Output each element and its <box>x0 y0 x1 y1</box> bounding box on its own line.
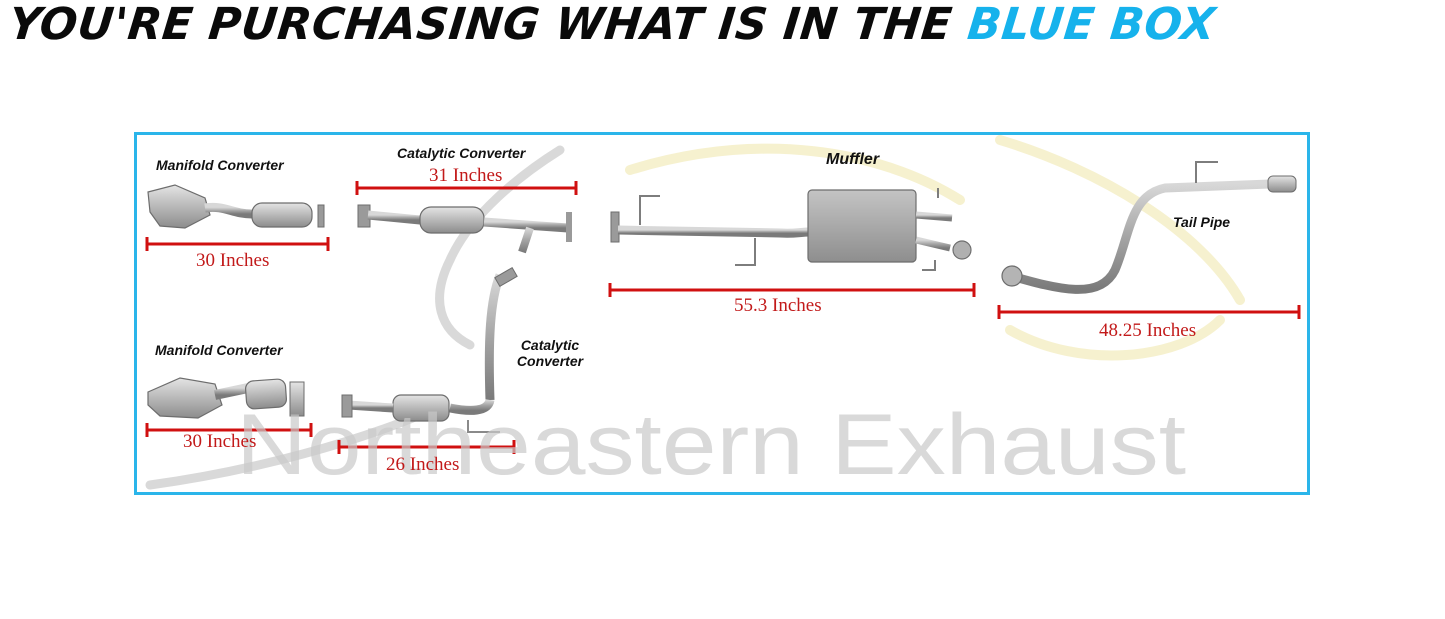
measure-catalytic-converter-1: 31 Inches <box>429 165 503 186</box>
measurement-bars <box>145 181 1301 454</box>
label-muffler: Muffler <box>826 151 880 168</box>
measure-bar-manifold-2 <box>145 423 313 437</box>
muffler-image <box>610 188 972 271</box>
measure-bar-catalytic-1 <box>355 181 578 195</box>
label-tail-pipe: Tail Pipe <box>1173 214 1231 230</box>
label-catalytic-converter-1: Catalytic Converter <box>397 145 526 161</box>
tail-pipe-image <box>1001 161 1297 294</box>
label-catalytic-converter-2-line1: Catalytic <box>520 337 580 353</box>
measure-muffler: 55.3 Inches <box>734 295 822 316</box>
measure-manifold-converter-2: 30 Inches <box>183 431 257 452</box>
measure-bar-tailpipe <box>997 305 1301 319</box>
label-manifold-converter-1: Manifold Converter <box>156 157 284 173</box>
measure-catalytic-converter-2: 26 Inches <box>386 454 460 475</box>
blue-box-border <box>134 132 1310 495</box>
manifold-converter-2-image <box>147 377 305 419</box>
watermark-swoosh-gray <box>145 145 565 490</box>
measure-bar-muffler <box>608 283 976 297</box>
manifold-converter-1-image <box>147 184 325 229</box>
label-manifold-converter-2: Manifold Converter <box>155 342 283 358</box>
label-catalytic-converter-2-line2: Converter <box>516 353 584 369</box>
measure-manifold-converter-1: 30 Inches <box>196 250 270 271</box>
measure-tail-pipe: 48.25 Inches <box>1099 320 1197 341</box>
catalytic-converter-2-image <box>341 266 518 433</box>
measure-bar-manifold-1 <box>145 237 330 251</box>
measure-bar-catalytic-2 <box>337 440 516 454</box>
catalytic-converter-1-image <box>357 204 572 254</box>
watermark-text: Northeastern Exhaust <box>236 397 1186 493</box>
label-catalytic-converter-2: Catalytic Converter <box>510 337 590 369</box>
